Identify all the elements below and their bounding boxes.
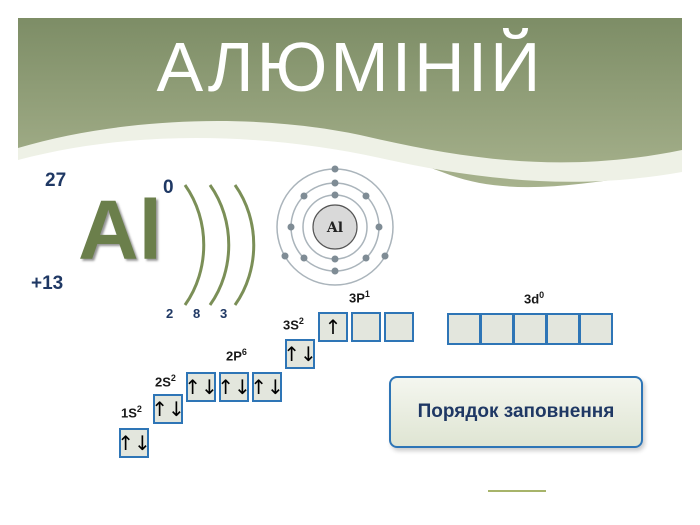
page-title: АЛЮМІНІЙ [156,28,544,106]
nuclear-charge: +13 [31,273,64,294]
orbital-cell-3p-2 [351,312,381,342]
shell-count-3: 3 [220,306,228,321]
orbital-label-2s: 2S2 [155,373,176,390]
mass-number: 27 [45,170,67,191]
orbital-cell-3p-1: ↑ [318,312,348,342]
shell-count-2: 8 [193,306,201,321]
banner-wave-shape [18,18,682,188]
shell-arcs [183,184,256,306]
title-banner: АЛЮМІНІЙ [0,0,700,200]
orbital-label-2p: 2P6 [226,347,247,364]
orbital-label-1s: 1S2 [121,404,142,421]
oxidation-state: 0 [163,177,174,198]
orbital-cell-3s: ↑↓ [283,339,317,369]
shell-count-1: 2 [166,306,174,321]
footer-divider [488,490,546,492]
orbital-cell-1s: ↑↓ [117,428,151,458]
orbital-cell-3d-3 [513,313,547,345]
orbital-cell-3d-4 [546,313,580,345]
orbital-cell-3d-1 [447,313,481,345]
orbital-cell-2p-2: ↑↓ [217,372,251,402]
orbital-cell-2p-1: ↑↓ [184,372,218,402]
atom-nucleus-label: Al [326,220,343,236]
element-symbol: Al [78,183,162,277]
atom-model: Al [276,165,394,286]
orbital-cell-2s: ↑↓ [151,394,185,424]
orbital-label-3d: 3d0 [524,290,545,307]
orbital-cell-2p-3: ↑↓ [250,372,284,402]
filling-order-button[interactable]: Порядок заповнення [389,376,643,448]
orbital-label-3p: 3P1 [349,289,370,306]
orbital-cell-3p-3 [384,312,414,342]
orbital-cell-3d-5 [579,313,613,345]
orbital-label-3s: 3S2 [283,316,304,333]
orbital-cell-3d-2 [480,313,514,345]
